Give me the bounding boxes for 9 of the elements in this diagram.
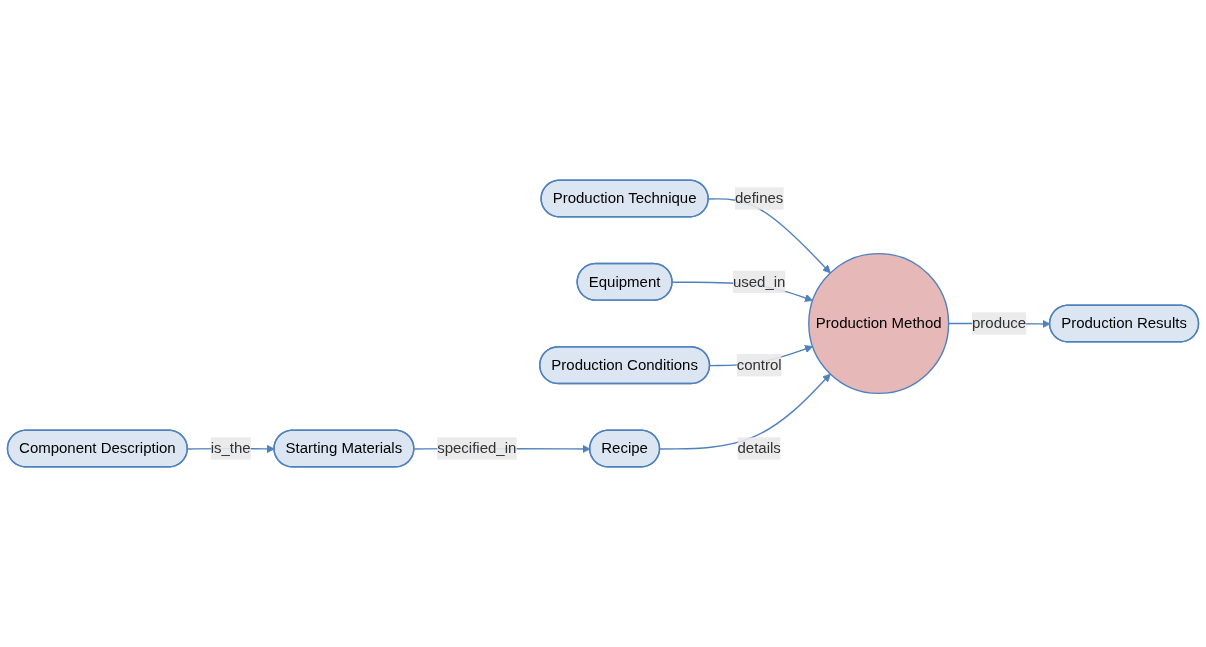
- edge-label: details: [737, 440, 781, 457]
- edge-label: specified_in: [437, 440, 517, 457]
- arrow: [659, 373, 831, 450]
- edge-label: is_the: [210, 440, 251, 457]
- edge-label: produce: [972, 315, 1027, 331]
- edge-label: defines: [734, 190, 784, 206]
- node-circle: Production Method: [808, 252, 950, 395]
- edge-label: used_in: [732, 273, 786, 290]
- edge-label: control: [736, 356, 782, 373]
